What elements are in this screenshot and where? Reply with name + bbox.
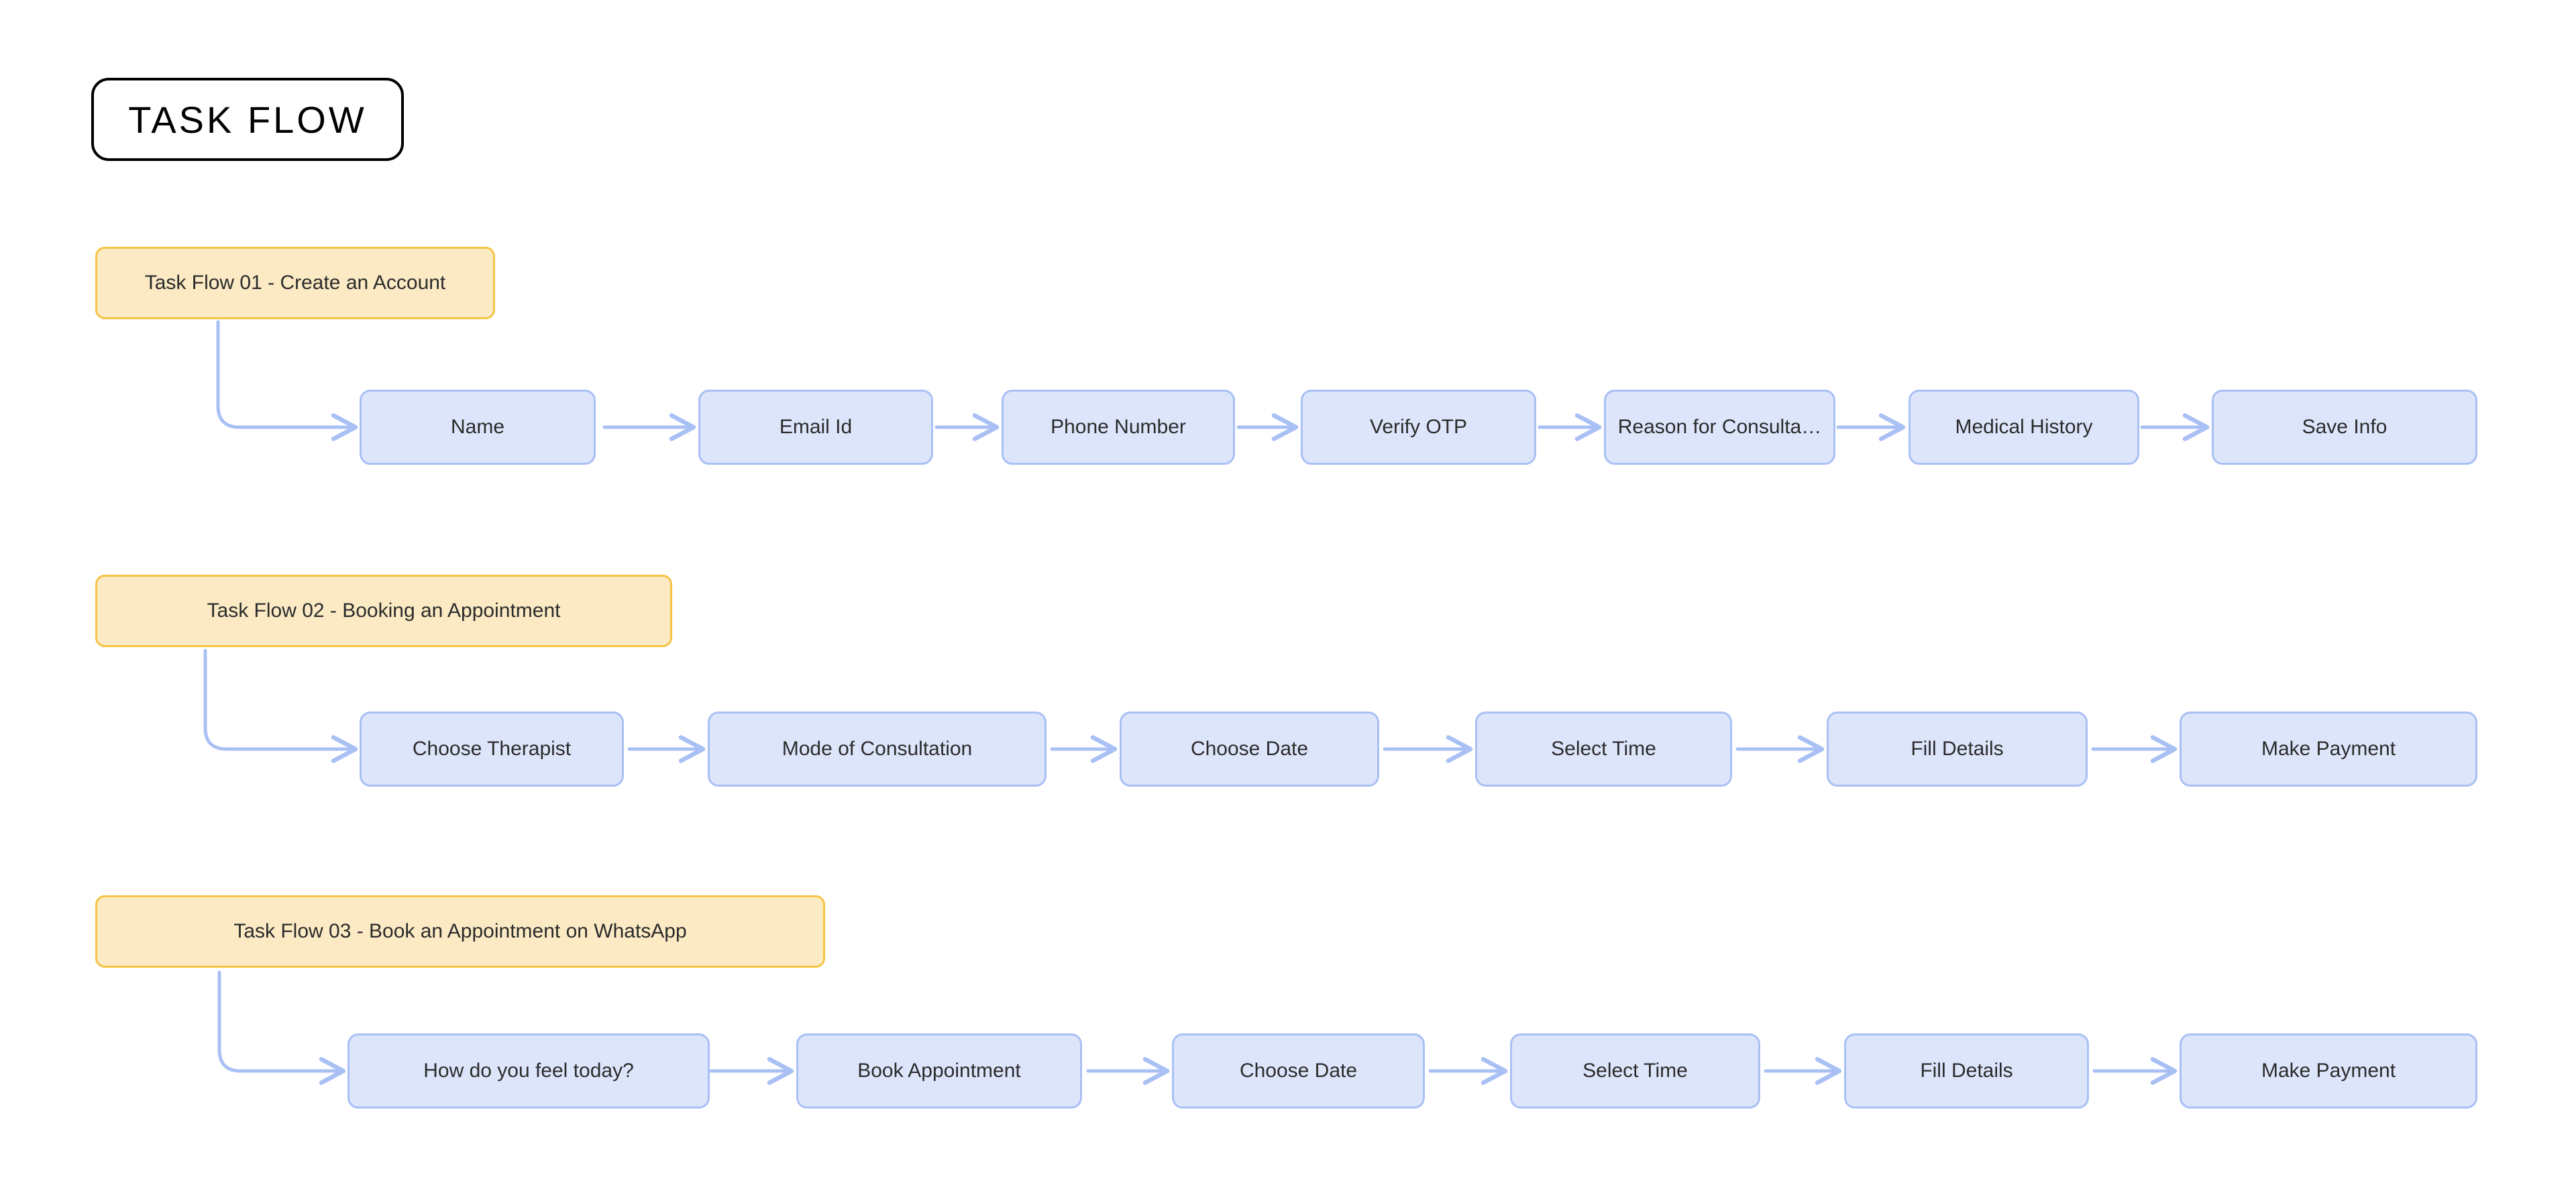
step-label: Book Appointment: [857, 1060, 1021, 1082]
step-box-mode-of-consultation[interactable]: Mode of Consultation: [708, 712, 1046, 787]
step-label: Fill Details: [1920, 1060, 2013, 1082]
step-box-book-appointment[interactable]: Book Appointment: [796, 1033, 1082, 1109]
step-box-name[interactable]: Name: [360, 390, 596, 465]
step-label: Email Id: [779, 416, 853, 438]
flow-header-1[interactable]: Task Flow 01 - Create an Account: [95, 247, 495, 319]
step-box-how-do-you-feel-today[interactable]: How do you feel today?: [347, 1033, 710, 1109]
step-label: Choose Date: [1190, 738, 1309, 760]
step-box-make-payment[interactable]: Make Payment: [2180, 1033, 2477, 1109]
step-label: How do you feel today?: [423, 1060, 634, 1082]
page-title-badge: TASK FLOW: [91, 78, 404, 161]
step-box-phone-number[interactable]: Phone Number: [1002, 390, 1235, 465]
step-box-fill-details[interactable]: Fill Details: [1844, 1033, 2089, 1109]
flow-header-2[interactable]: Task Flow 02 - Booking an Appointment: [95, 575, 672, 647]
step-box-choose-date[interactable]: Choose Date: [1172, 1033, 1425, 1109]
step-label: Choose Date: [1239, 1060, 1358, 1082]
step-label: Verify OTP: [1369, 416, 1468, 438]
elbow-connector-row3: [217, 970, 346, 1085]
step-box-email-id[interactable]: Email Id: [698, 390, 933, 465]
step-box-make-payment[interactable]: Make Payment: [2180, 712, 2477, 787]
step-label: Fill Details: [1911, 738, 2004, 760]
step-label: Mode of Consultation: [782, 738, 973, 760]
step-label: Choose Therapist: [412, 738, 572, 760]
step-box-select-time[interactable]: Select Time: [1510, 1033, 1760, 1109]
elbow-connector-row2: [203, 648, 358, 763]
step-label: Select Time: [1551, 738, 1656, 760]
flow-header-label: Task Flow 03 - Book an Appointment on Wh…: [233, 920, 687, 942]
flow-header-label: Task Flow 02 - Booking an Appointment: [207, 600, 561, 622]
step-box-select-time[interactable]: Select Time: [1475, 712, 1732, 787]
step-label: Save Info: [2302, 416, 2387, 438]
step-label: Select Time: [1582, 1060, 1688, 1082]
step-box-save-info[interactable]: Save Info: [2212, 390, 2477, 465]
step-label: Reason for Consulta…: [1617, 416, 1822, 438]
flow-header-label: Task Flow 01 - Create an Account: [144, 272, 446, 294]
step-box-verify-otp[interactable]: Verify OTP: [1301, 390, 1536, 465]
step-label: Make Payment: [2261, 1060, 2396, 1082]
step-box-fill-details[interactable]: Fill Details: [1827, 712, 2088, 787]
page-title: TASK FLOW: [128, 98, 367, 141]
step-label: Medical History: [1955, 416, 2093, 438]
step-label: Name: [450, 416, 505, 438]
step-box-medical-history[interactable]: Medical History: [1909, 390, 2139, 465]
step-box-choose-date[interactable]: Choose Date: [1120, 712, 1379, 787]
elbow-connector-row1: [216, 320, 358, 441]
step-box-choose-therapist[interactable]: Choose Therapist: [360, 712, 624, 787]
flow-header-3[interactable]: Task Flow 03 - Book an Appointment on Wh…: [95, 895, 825, 968]
step-label: Make Payment: [2261, 738, 2396, 760]
step-label: Phone Number: [1051, 416, 1186, 438]
step-box-reason-for-consultation[interactable]: Reason for Consulta…: [1604, 390, 1835, 465]
